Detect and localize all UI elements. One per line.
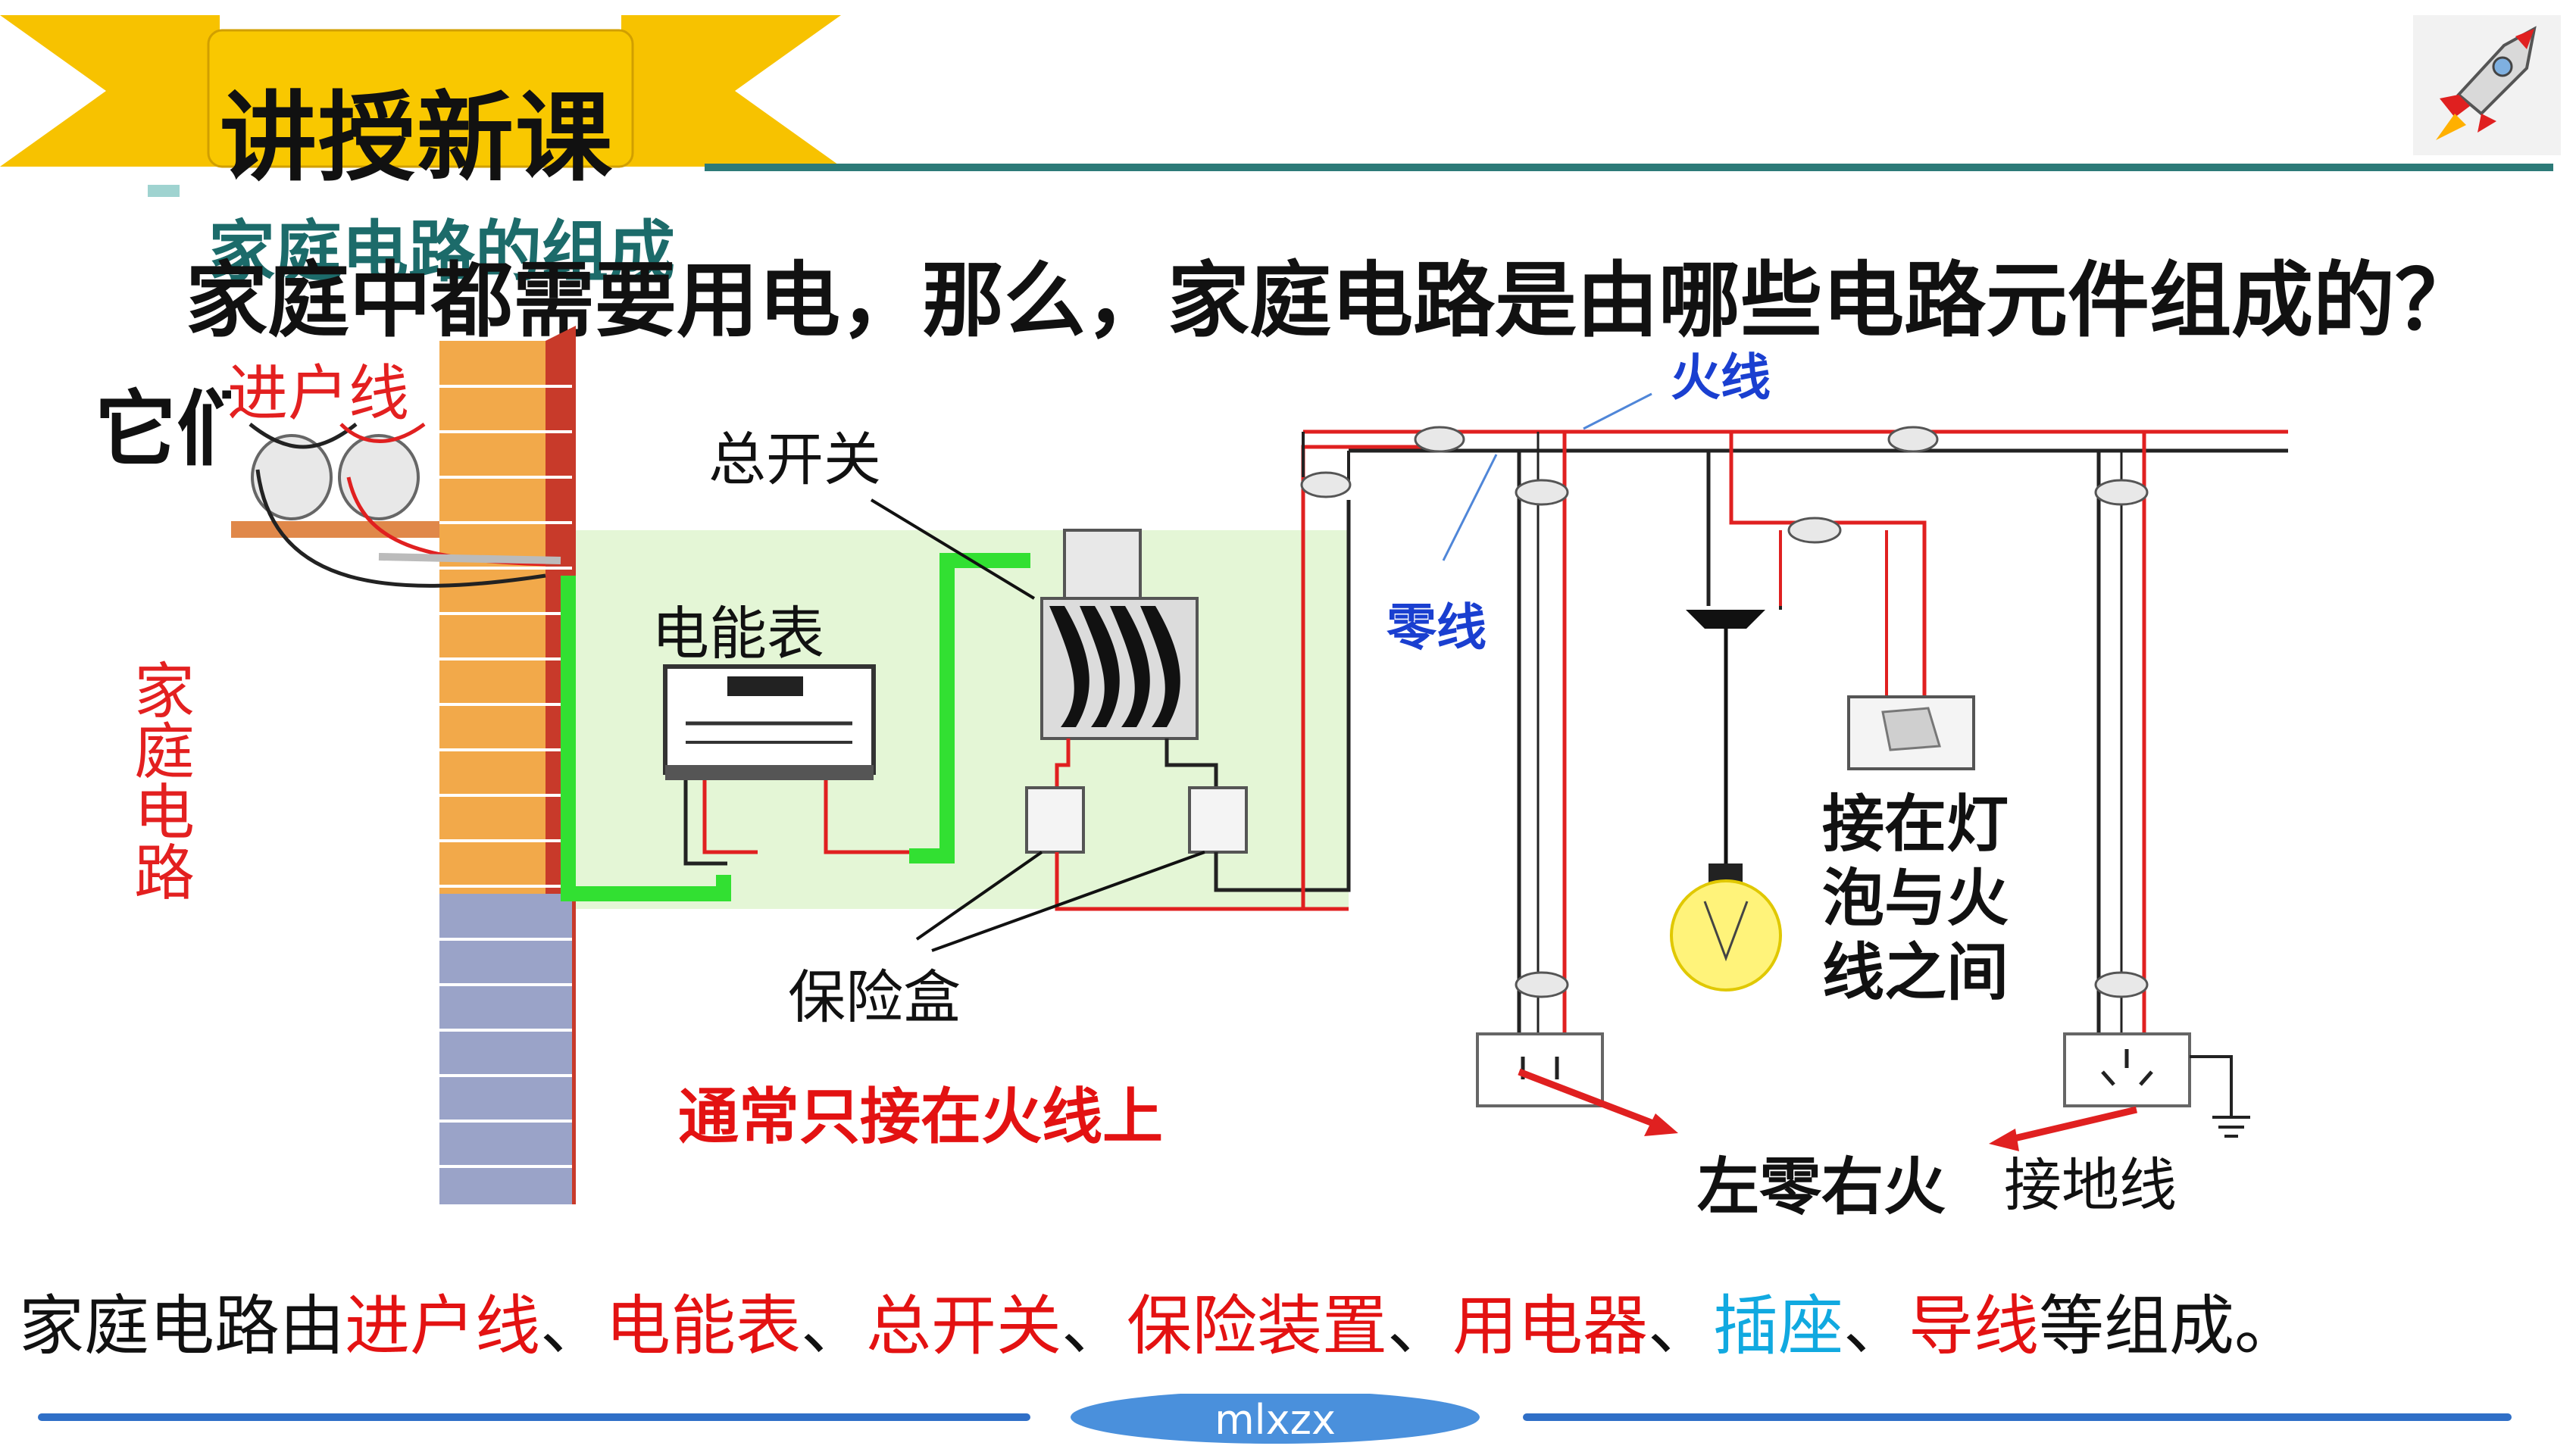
label-incoming-line: 进户线 xyxy=(227,358,409,429)
label-meter: 电能表 xyxy=(652,600,824,667)
banner-right-tail xyxy=(621,15,841,167)
socket-three-pin xyxy=(2063,1032,2250,1138)
summary-part: 、 xyxy=(1648,1288,1713,1364)
switch-note-line-2: 泡与火 xyxy=(1822,863,2009,935)
header-graphics xyxy=(0,15,2553,197)
summary-part-meter: 电能表 xyxy=(605,1288,801,1364)
summary-part: 家庭电路由 xyxy=(19,1288,345,1364)
summary-part: 、 xyxy=(540,1288,605,1364)
summary-sentence: 家庭电路由进户线、电能表、总开关、保险装置、用电器、插座、导线等组成。 xyxy=(19,1273,2299,1367)
summary-part-main-switch: 总开关 xyxy=(866,1288,1061,1364)
pointer-fuse-1 xyxy=(915,851,1043,941)
label-main-switch: 总开关 xyxy=(708,426,881,493)
pointer-main-switch xyxy=(870,498,1036,600)
label-socket-rule: 左零右火 xyxy=(1697,1151,1946,1223)
summary-part-fuse: 保险装置 xyxy=(1127,1288,1387,1364)
banner-body xyxy=(207,29,634,168)
label-ground-wire: 接地线 xyxy=(2004,1151,2177,1219)
label-neutral-wire: 零线 xyxy=(1386,598,1487,657)
label-fuse-box: 保险盒 xyxy=(788,963,961,1031)
footer-label[interactable]: mlxzx xyxy=(1215,1396,1336,1444)
green-conduit-2 xyxy=(909,553,1030,863)
summary-part-socket: 插座 xyxy=(1713,1288,1843,1364)
switch-note-line-3: 线之间 xyxy=(1822,937,2009,1009)
switch-note-line-1: 接在灯 xyxy=(1822,789,2009,860)
incoming-insulators xyxy=(231,422,561,588)
pointer-live xyxy=(1583,392,1652,430)
socket-two-pin xyxy=(1476,1032,1604,1107)
arrow-right-socket xyxy=(2006,1106,2138,1144)
pointer-fuse-2 xyxy=(931,851,1205,952)
pointer-neutral xyxy=(1442,454,1498,561)
brick-wall xyxy=(439,326,576,1204)
banner-title: 讲授新课 xyxy=(220,82,614,195)
summary-part-wire: 导线 xyxy=(1909,1288,2039,1364)
question-line-2: 它们 xyxy=(95,383,231,477)
green-conduit xyxy=(561,576,731,901)
summary-part: 、 xyxy=(1843,1288,1909,1364)
lamp xyxy=(1670,610,1782,992)
label-switch-note: 接在灯 泡与火 线之间 xyxy=(1822,788,2009,1010)
section-title: 家庭电路的组成 xyxy=(208,213,676,291)
label-fuse-note: 通常只接在火线上 xyxy=(678,1082,1163,1152)
summary-part-incoming: 进户线 xyxy=(345,1288,540,1364)
arrow-left-socket xyxy=(1518,1068,1668,1132)
label-live-wire: 火线 xyxy=(1671,348,1771,407)
rocket-icon[interactable] xyxy=(2413,15,2561,155)
summary-part: 、 xyxy=(801,1288,866,1364)
banner-left-tail xyxy=(0,15,220,167)
distribution-wiring xyxy=(1300,426,2288,1045)
summary-part-appliance: 用电器 xyxy=(1452,1288,1648,1364)
footer-graphics xyxy=(38,1394,2512,1444)
label-household-circuit: 家庭电路 xyxy=(124,659,195,901)
header-rule xyxy=(705,164,2553,171)
main-switch xyxy=(1040,529,1218,788)
summary-part: 等组成。 xyxy=(2039,1288,2299,1364)
summary-part: 、 xyxy=(1061,1288,1127,1364)
section-number: 一 xyxy=(80,220,153,304)
wall-switch xyxy=(1847,695,1975,770)
summary-part: 、 xyxy=(1387,1288,1452,1364)
electric-meter xyxy=(663,664,909,866)
section-marker-accent xyxy=(148,185,180,197)
